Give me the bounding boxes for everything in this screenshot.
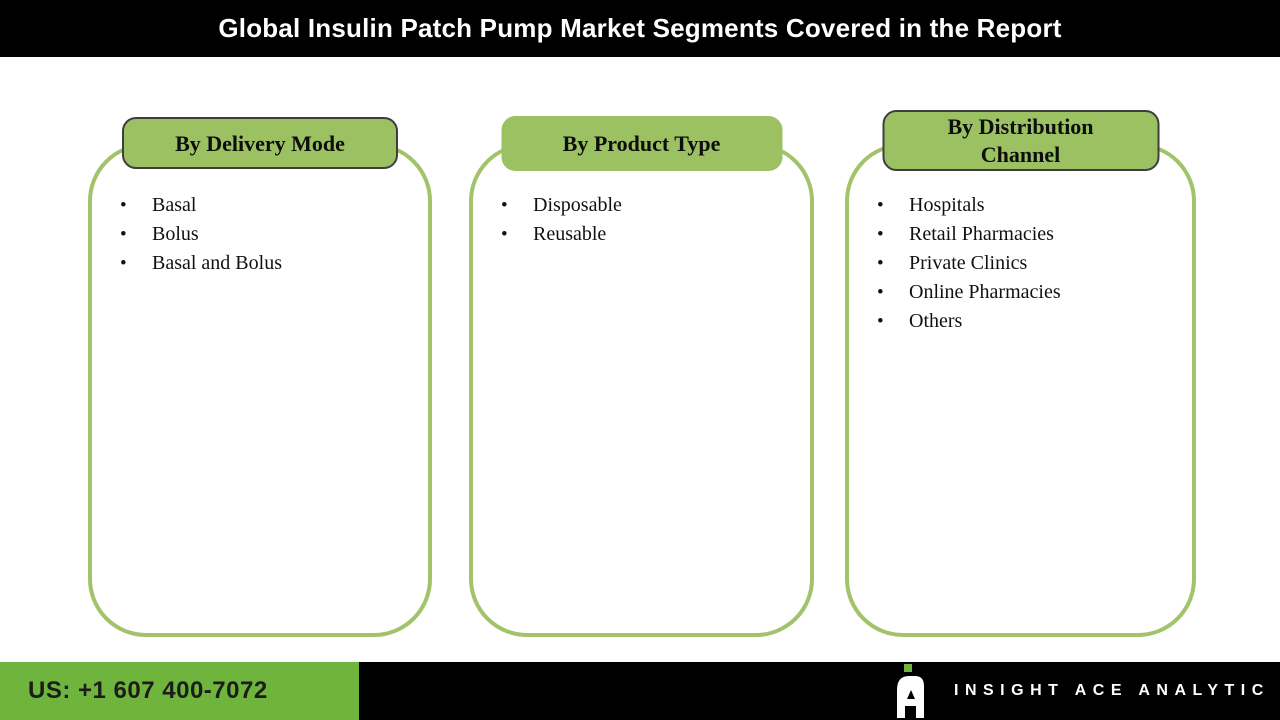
segment-card: By Product Type • Disposable • Reusable [469, 116, 814, 637]
list-item: • Others [877, 307, 1184, 336]
list-item: • Retail Pharmacies [877, 220, 1184, 249]
bullet-icon: • [877, 282, 884, 303]
bullet-icon: • [877, 224, 884, 245]
list-item: • Reusable [501, 220, 802, 249]
list-item: • Disposable [501, 191, 802, 220]
segment-header: By Delivery Mode [122, 117, 398, 169]
list-item-label: Private Clinics [909, 252, 1028, 274]
segment-list: • Basal • Bolus • Basal and Bolus [92, 191, 428, 278]
phone-number: US: +1 607 400-7072 [28, 677, 268, 704]
bullet-icon: • [877, 253, 884, 274]
bullet-icon: • [120, 224, 127, 245]
list-item-label: Retail Pharmacies [909, 223, 1054, 245]
bullet-icon: • [877, 195, 884, 216]
list-item-label: Others [909, 310, 963, 332]
segment-card: By Distribution Channel • Hospitals • Retai… [845, 110, 1196, 637]
segment-header: By Product Type [501, 116, 782, 171]
bullet-icon: • [501, 195, 508, 216]
list-item-label: Reusable [533, 223, 607, 245]
list-item-label: Basal [152, 194, 197, 216]
segment-card: By Delivery Mode • Basal • Bolus • Basal and … [88, 117, 432, 637]
segment-header: By Distribution Channel [882, 110, 1159, 171]
brand-logo-icon [897, 664, 924, 718]
segment-list: • Disposable • Reusable [473, 191, 810, 249]
list-item-label: Hospitals [909, 194, 985, 216]
segment-list: • Hospitals • Retail Pharmacies • Private Cli… [849, 191, 1192, 336]
list-item-label: Basal and Bolus [152, 252, 282, 274]
list-item-label: Bolus [152, 223, 199, 245]
list-item: • Hospitals [877, 191, 1184, 220]
list-item: • Private Clinics [877, 249, 1184, 278]
bullet-icon: • [120, 195, 127, 216]
phone-badge: US: +1 607 400-7072 [0, 662, 359, 720]
page-title: Global Insulin Patch Pump Market Segment… [218, 13, 1062, 43]
list-item: • Bolus [120, 220, 420, 249]
list-item: • Online Pharmacies [877, 278, 1184, 307]
list-item-label: Disposable [533, 194, 622, 216]
bullet-icon: • [877, 311, 884, 332]
list-item: • Basal and Bolus [120, 249, 420, 278]
bullet-icon: • [120, 253, 127, 274]
brand-name: INSIGHT ACE ANALYTIC [954, 682, 1270, 699]
footer-bar: US: +1 607 400-7072 INSIGHT ACE ANALYTIC [0, 662, 1280, 720]
list-item: • Basal [120, 191, 420, 220]
brand-block: INSIGHT ACE ANALYTIC [896, 662, 1270, 720]
bullet-icon: • [501, 224, 508, 245]
title-bar: Global Insulin Patch Pump Market Segment… [0, 0, 1280, 57]
list-item-label: Online Pharmacies [909, 281, 1061, 303]
